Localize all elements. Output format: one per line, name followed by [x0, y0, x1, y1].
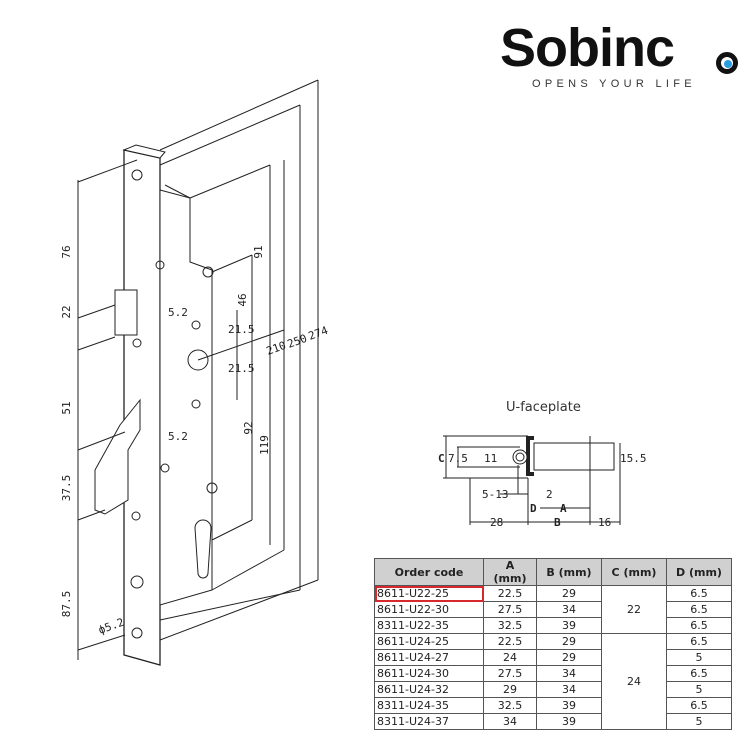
svg-text:51: 51	[60, 401, 73, 414]
u-faceplate-title: U-faceplate	[506, 400, 581, 415]
table-header-row: Order code A (mm) B (mm) C (mm) D (mm)	[374, 558, 732, 586]
svg-text:B: B	[554, 516, 561, 529]
svg-text:2: 2	[546, 488, 553, 501]
svg-text:210: 210	[265, 339, 288, 358]
dim-76: 76	[60, 245, 73, 258]
svg-text:A: A	[560, 502, 567, 515]
svg-text:5.2: 5.2	[168, 430, 188, 443]
svg-text:28: 28	[490, 516, 503, 529]
svg-text:16: 16	[598, 516, 611, 529]
logo-o-dot-icon	[716, 52, 738, 74]
svg-text:119: 119	[258, 435, 271, 455]
svg-text:7.5: 7.5	[448, 452, 468, 465]
svg-text:87.5: 87.5	[60, 591, 73, 618]
logo-tagline: OPENS YOUR LIFE	[532, 78, 696, 90]
svg-text:11: 11	[484, 452, 497, 465]
svg-text:21.5: 21.5	[228, 323, 255, 336]
svg-text:C: C	[438, 452, 445, 465]
svg-text:ϕ5.2: ϕ5.2	[97, 616, 126, 637]
svg-text:D: D	[530, 502, 537, 515]
logo-wordmark: Sobinc	[500, 18, 675, 78]
svg-text:22: 22	[60, 305, 73, 318]
order-code-table: Order code A (mm) B (mm) C (mm) D (mm) 8…	[374, 558, 732, 730]
svg-text:274: 274	[307, 324, 330, 343]
svg-text:250: 250	[286, 332, 309, 351]
svg-text:46: 46	[236, 293, 249, 306]
sobinco-logo: Sobinc OPENS YOUR LIFE	[500, 18, 745, 98]
u-faceplate-drawing: C 7.5 11 15.5 5-13 2 D A 28 B 16	[438, 435, 647, 529]
svg-text:21.5: 21.5	[228, 362, 255, 375]
selected-order-code[interactable]: 8611-U22-25	[374, 585, 484, 602]
svg-text:5-13: 5-13	[482, 488, 509, 501]
svg-text:37.5: 37.5	[60, 475, 73, 502]
svg-text:91: 91	[252, 245, 265, 258]
svg-text:92: 92	[242, 421, 255, 434]
svg-text:15.5: 15.5	[620, 452, 647, 465]
svg-text:5.2: 5.2	[168, 306, 188, 319]
